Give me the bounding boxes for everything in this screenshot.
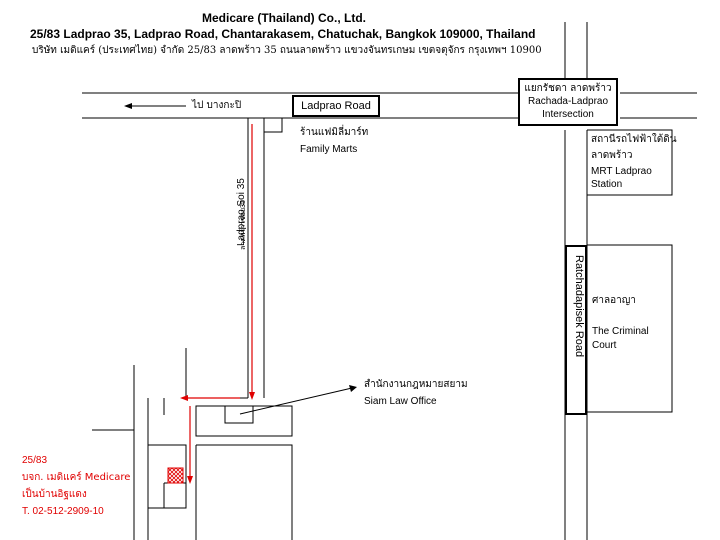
to-bangkapi-arrowhead <box>124 103 132 109</box>
ratchadapisek-road-label: Ratchadapisek Road <box>573 255 585 358</box>
company-name: Medicare (Thailand) Co., Ltd. <box>201 11 366 25</box>
intersection-label-box: แยกรัชดา ลาดพร้าว Rachada-Ladprao Inters… <box>518 78 618 126</box>
intersection-label-th: แยกรัชดา ลาดพร้าว <box>524 83 612 94</box>
family-mart-label-en: Family Marts <box>300 144 358 155</box>
mrt-label-en-1: MRT Ladprao <box>591 166 652 177</box>
route-arrowhead-south <box>187 476 193 484</box>
to-bangkapi-label: ไป บางกะปิ <box>192 100 242 111</box>
ladprao-road-label: Ladprao Road <box>301 100 371 112</box>
law-office-label-en: Siam Law Office <box>364 396 437 407</box>
route-arrowhead-west <box>180 395 188 401</box>
law-office-pointer-line <box>239 387 353 415</box>
company-address-en: 25/83 Ladprao 35, Ladprao Road, Chantara… <box>30 27 536 41</box>
ratchadapisek-road-label-box: Ratchadapisek Road <box>565 245 587 415</box>
law-office-pointer-head <box>349 385 357 392</box>
ladprao-road-label-box: Ladprao Road <box>292 95 380 117</box>
court-label-en-2: Court <box>592 340 617 351</box>
family-mart-outline <box>264 118 283 133</box>
intersection-label-en-2: Intersection <box>542 109 594 120</box>
destination-block-edge <box>196 444 293 540</box>
company-address-th: บริษัท เมดิแคร์ (ประเทศไทย) จำกัด 25/83 … <box>32 45 542 56</box>
family-mart-label-th: ร้านแฟมิลี่มาร์ท <box>300 127 369 138</box>
mrt-label-th-1: สถานีรถไฟฟ้าใต้ดิน <box>591 134 677 145</box>
law-office-block <box>195 405 293 437</box>
destination-house-marker <box>167 467 184 484</box>
route-arrowhead-soi35 <box>249 392 255 400</box>
destination-name: บจก. เมดิแคร์ Medicare <box>22 472 131 483</box>
law-office-building <box>224 405 254 424</box>
soi-35-label-th: ลาดพร้าวซอย35 <box>240 200 247 250</box>
court-label-en-1: The Criminal <box>592 326 649 337</box>
criminal-court-outline <box>587 244 673 413</box>
destination-block-west <box>148 444 187 509</box>
destination-number: 25/83 <box>22 455 48 466</box>
intersection-label-en-1: Rachada-Ladprao <box>527 96 609 107</box>
mrt-label-en-2: Station <box>591 179 623 190</box>
court-label-th: ศาลอาญา <box>592 295 636 306</box>
mrt-station-outline <box>587 129 673 196</box>
destination-phone: T. 02-512-2909-10 <box>22 506 104 517</box>
lane-upper-left-edge <box>185 348 248 399</box>
law-office-label-th: สำนักงานกฎหมายสยาม <box>364 379 468 390</box>
mrt-label-th-2: ลาดพร้าว <box>591 150 633 161</box>
destination-note: เป็นบ้านอิฐแดง <box>22 489 87 500</box>
